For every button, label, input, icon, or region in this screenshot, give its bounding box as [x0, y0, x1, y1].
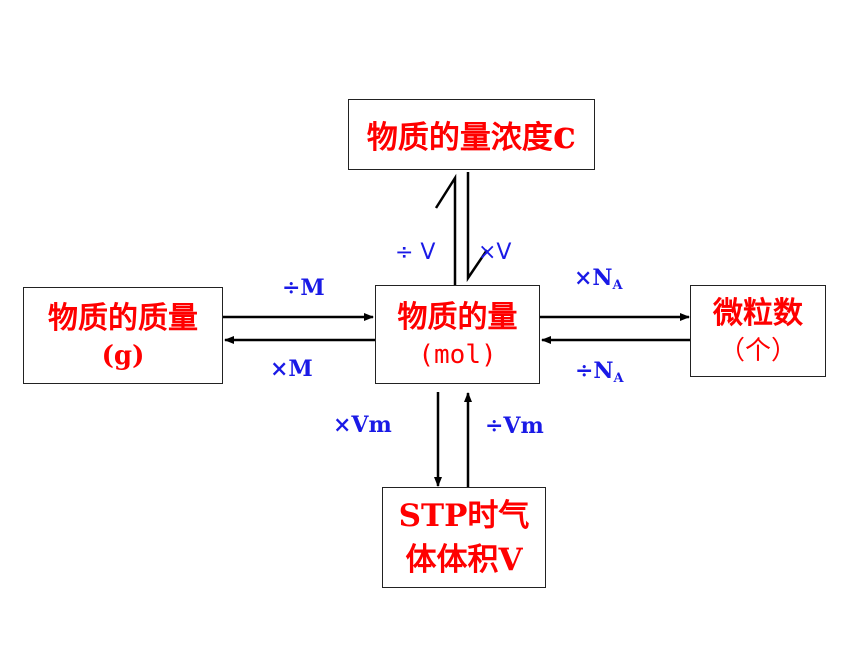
node-amount-line2: (mol) — [418, 339, 497, 370]
node-gas-line2: 体体积V — [405, 541, 523, 578]
node-amount-of-substance: 物质的量 (mol) — [375, 285, 540, 384]
node-gas-volume: STP时气 体体积V — [382, 487, 546, 588]
node-particle-count: 微粒数 （个） — [690, 285, 826, 377]
node-mass-line1: 物质的质量 — [48, 300, 198, 336]
node-gas-line1: STP时气 — [398, 497, 530, 534]
label-right-to-center: ÷NA — [575, 358, 624, 386]
label-center-to-top: ÷ V — [395, 240, 436, 265]
node-concentration-symbol: c — [552, 111, 577, 157]
node-particle-line1: 微粒数 — [713, 296, 803, 331]
node-concentration: 物质的量浓度c — [348, 99, 595, 170]
node-amount-line1: 物质的量 — [397, 299, 518, 335]
node-concentration-label: 物质的量浓度c — [366, 115, 576, 156]
arrow-center-to-top — [434, 173, 457, 285]
node-mass: 物质的质量 (g) — [23, 287, 223, 384]
label-bottom-to-center: ÷Vm — [485, 413, 544, 439]
label-left-to-center: ÷M — [282, 275, 325, 301]
node-mass-line2: (g) — [101, 340, 145, 371]
label-center-to-left: ×M — [270, 356, 313, 382]
node-concentration-text: 物质的量浓度 — [366, 119, 553, 156]
label-center-to-right: ×NA — [574, 265, 623, 293]
node-particle-line2: （个） — [718, 336, 797, 366]
label-center-to-bottom: ×Vm — [333, 412, 392, 438]
label-top-to-center: ×V — [478, 240, 512, 265]
arrow-top-to-center — [466, 172, 489, 283]
